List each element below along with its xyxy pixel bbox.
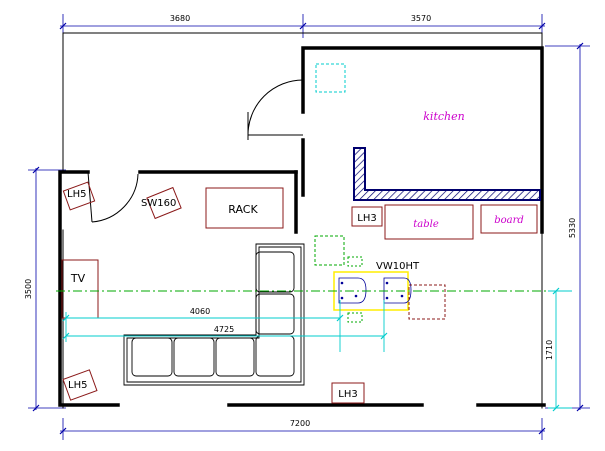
cyan-dimensions [65, 290, 572, 409]
svg-text:RACK: RACK [228, 203, 258, 216]
screen-box-small-bottom [347, 312, 363, 323]
tv: TV [61, 259, 99, 319]
screen-box [314, 235, 345, 266]
sofa [123, 243, 305, 386]
vw-label: VW10HT [376, 261, 420, 272]
speaker-sw [146, 186, 182, 220]
projector-units [338, 277, 412, 304]
screen-box-small-top [347, 256, 363, 267]
lh5-top-label: LH5 [67, 189, 86, 200]
svg-text:LH3: LH3 [357, 213, 376, 224]
cyan-ticks [62, 287, 560, 412]
lh3-top: LH3 [351, 206, 383, 227]
dim-left-height: 3500 [24, 279, 33, 299]
table: table [384, 204, 474, 240]
door-kitchen [247, 79, 304, 140]
speaker-lh5-bottom [62, 369, 98, 401]
dim-cyan-a: 4060 [190, 307, 210, 316]
dim-top-right: 3570 [411, 14, 431, 23]
projector-points [340, 281, 404, 300]
kitchen-label: kitchen [423, 110, 464, 123]
svg-text:TV: TV [70, 272, 86, 285]
board: board [480, 204, 538, 234]
ceiling-light-kitchen [315, 63, 346, 93]
kitchen-counter [353, 147, 541, 201]
svg-text:table: table [413, 219, 439, 230]
svg-text:board: board [494, 215, 524, 226]
dimension-ticks [32, 22, 584, 435]
lh3-bottom: LH3 [331, 382, 365, 404]
dim-right-lower: 1710 [545, 340, 554, 360]
outer-walls [58, 32, 546, 409]
svg-text:LH3: LH3 [338, 389, 357, 400]
lh5-bottom-label: LH5 [68, 380, 87, 391]
sw-label: SW160 [141, 198, 176, 209]
projector-box-dashed [408, 284, 446, 320]
dim-bottom: 7200 [290, 419, 310, 428]
dim-right-height: 5330 [568, 218, 577, 238]
speaker-lh5-top [62, 181, 96, 211]
dim-cyan-b: 4725 [214, 325, 234, 334]
door-living [87, 171, 139, 223]
dimension-lines [28, 14, 590, 440]
rack: RACK [205, 187, 284, 229]
dim-top-left: 3680 [170, 14, 190, 23]
